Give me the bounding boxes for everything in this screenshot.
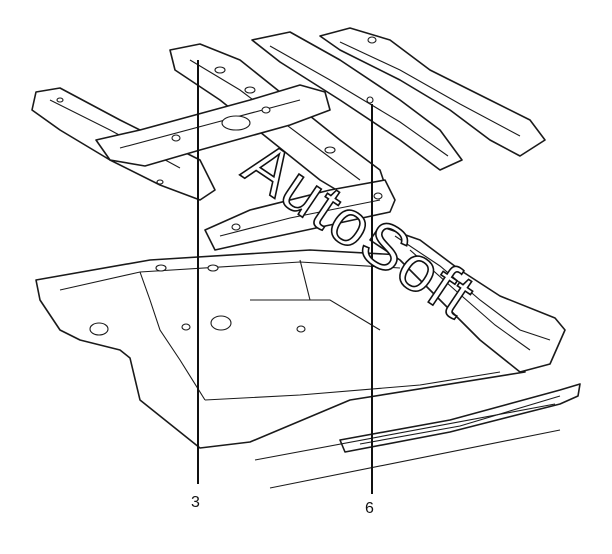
middle-cross-member: [95, 84, 331, 167]
rear-rail: [319, 27, 546, 157]
longitudinal-rail-part-6: [251, 31, 463, 171]
floor-edge-line-1: [254, 403, 556, 461]
right-floor-rail: [369, 225, 566, 373]
sill-strip: [339, 383, 581, 453]
callout-label-3: 3: [191, 494, 200, 511]
rear-seat-cross-member: [204, 179, 396, 251]
floor-pan: [35, 249, 526, 449]
callout-label-6: 6: [365, 500, 374, 517]
floor-edge-line-2: [269, 429, 561, 489]
